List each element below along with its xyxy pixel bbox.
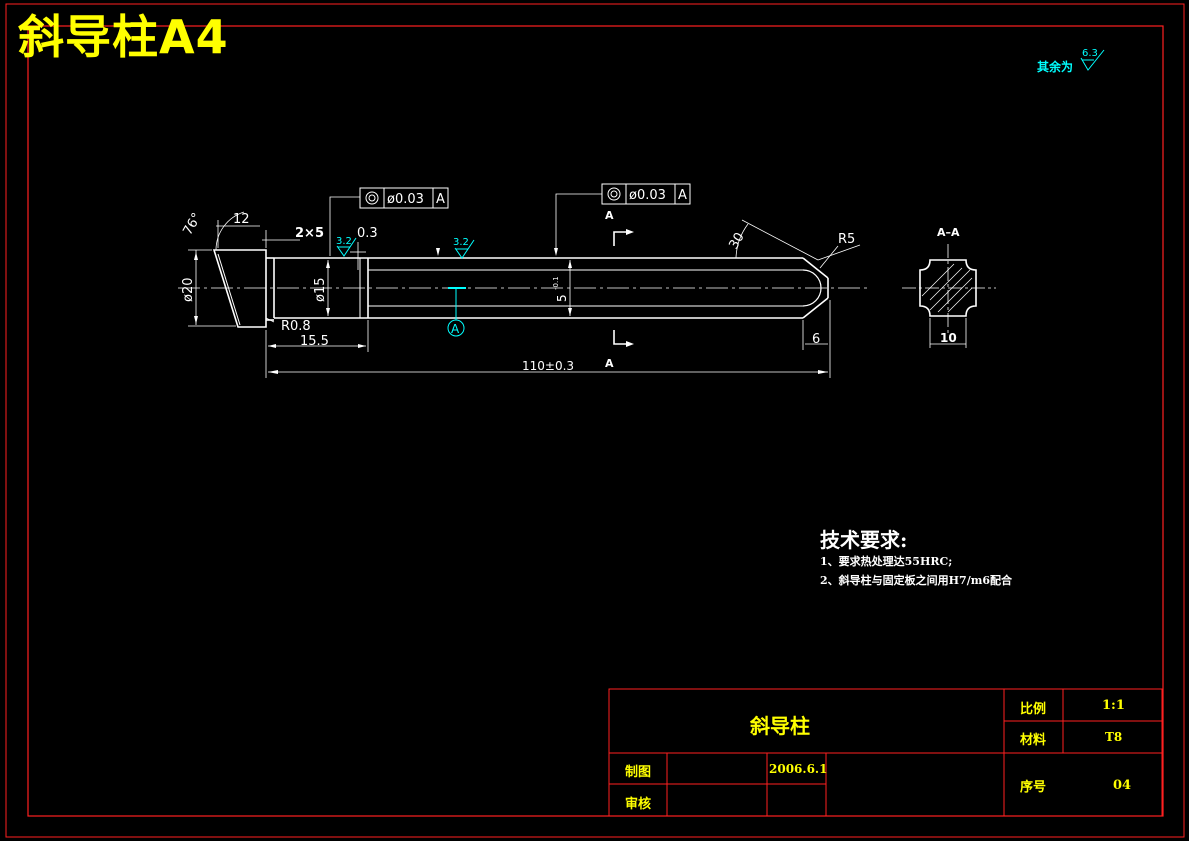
dim-section-width: 10 (940, 331, 957, 345)
tech-requirement-1: 1、要求热处理达55HRC; (820, 555, 953, 568)
dim-angle: 76° (180, 211, 205, 238)
datum-feature-label: A (451, 322, 460, 336)
material-value: T8 (1105, 730, 1123, 744)
roughness-mark-1 (336, 237, 357, 257)
section-label-top: A (605, 209, 614, 222)
dim-radius-small: R0.8 (281, 319, 311, 334)
fcf-1-tolerance: ø0.03 (387, 192, 424, 207)
dim-total-length: 110±0.3 (522, 359, 574, 373)
general-roughness-symbol (1080, 49, 1105, 71)
serial-value: 04 (1113, 778, 1132, 793)
fcf-2-tolerance: ø0.03 (629, 188, 666, 203)
part-name: 斜导柱 (750, 714, 810, 738)
roughness-mark-2 (454, 239, 475, 259)
dim-dia-body: ø15 (313, 278, 328, 303)
general-roughness-label: 其余为 (1037, 60, 1074, 74)
roughness-value-2: 3.2 (453, 237, 469, 248)
tech-requirements-heading: 技术要求: (820, 528, 908, 552)
dim-groove: 0.3 (357, 226, 378, 241)
arrowheads (194, 248, 828, 374)
material-label: 材料 (1020, 733, 1047, 748)
title-block (608, 688, 1163, 817)
section-profile (919, 259, 977, 317)
section-arrow-top (626, 229, 634, 235)
inner-frame (27, 25, 1164, 817)
drawn-label: 制图 (625, 765, 652, 780)
fcf-1-datum: A (436, 192, 445, 207)
dim-head-len: 12 (233, 212, 250, 227)
fcf-2-datum: A (678, 188, 687, 203)
section-dimension (929, 318, 967, 348)
dim-tip-radius: R5 (838, 232, 855, 247)
dim-head-total: 15.5 (300, 334, 329, 349)
section-view-title: A–A (937, 226, 960, 239)
dim-flat-tol: -0.1 (552, 276, 560, 290)
section-hatching (921, 263, 973, 313)
pin-body (273, 257, 829, 319)
tech-requirement-2: 2、斜导柱与固定板之间用H7/m6配合 (820, 574, 1013, 587)
feature-control-frame-1 (359, 187, 449, 209)
general-roughness-value: 6.3 (1082, 48, 1098, 59)
dim-chamfer: 2×5 (295, 226, 324, 241)
dim-tip-angle: 30 (726, 230, 747, 252)
dim-dia-head: ø20 (181, 278, 196, 303)
fcf-leaders (329, 193, 602, 256)
dim-tip-len: 6 (812, 332, 820, 347)
outer-frame (5, 3, 1185, 838)
scale-label: 比例 (1020, 702, 1047, 717)
feature-control-frame-2 (601, 183, 691, 205)
pin-head (212, 249, 274, 328)
checked-label: 审核 (625, 797, 652, 812)
scale-value: 1:1 (1102, 698, 1125, 713)
serial-label: 序号 (1020, 780, 1047, 795)
dim-flat: 5 (555, 294, 569, 302)
section-arrow-bottom (626, 341, 634, 347)
datum-feature (447, 287, 466, 337)
drawing-title: 斜导柱A4 (18, 10, 229, 64)
dimension-lines (188, 211, 861, 378)
section-cut-markers (613, 231, 628, 345)
section-label-bottom: A (605, 357, 614, 370)
roughness-value-1: 3.2 (336, 236, 352, 247)
drawn-date: 2006.6.1 (769, 762, 828, 776)
